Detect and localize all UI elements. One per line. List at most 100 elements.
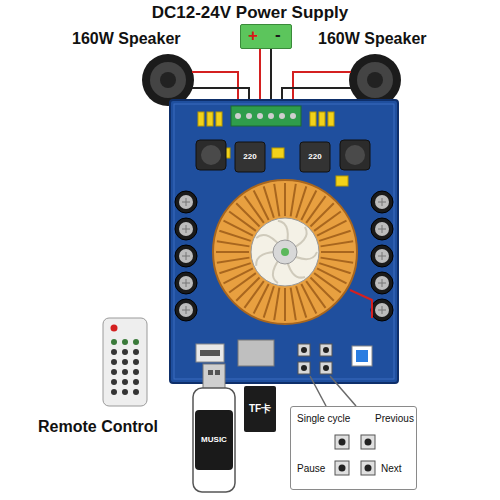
electrolytic-capacitor bbox=[375, 222, 389, 236]
remote-control bbox=[103, 318, 147, 406]
heatsink-fan bbox=[306, 196, 325, 223]
usb-stick bbox=[193, 388, 235, 492]
electrolytic-capacitor bbox=[378, 252, 386, 260]
heatsink-fan bbox=[306, 281, 325, 308]
heatsink-fan bbox=[301, 191, 316, 220]
sd-slot bbox=[238, 340, 274, 366]
push-button bbox=[320, 362, 332, 374]
heatsink-fan bbox=[281, 248, 289, 256]
usb-stick bbox=[193, 364, 235, 492]
film-capacitor bbox=[207, 112, 213, 126]
sd-slot bbox=[238, 340, 274, 366]
push-button bbox=[335, 435, 349, 449]
heatsink-fan bbox=[264, 186, 274, 217]
heatsink-fan bbox=[274, 184, 279, 217]
button-label: Previous bbox=[375, 413, 414, 425]
electrolytic-capacitor bbox=[375, 195, 389, 209]
remote-control bbox=[122, 339, 128, 345]
push-button bbox=[339, 465, 346, 472]
heatsink-fan bbox=[314, 211, 341, 230]
device-text: TF卡 bbox=[249, 403, 271, 415]
heatsink-fan bbox=[224, 221, 253, 236]
terminal-block bbox=[279, 113, 285, 119]
remote-control bbox=[111, 349, 117, 355]
leader-line bbox=[310, 376, 326, 406]
push-button bbox=[356, 350, 368, 362]
heatsink-fan bbox=[296, 286, 306, 317]
tf-card bbox=[244, 386, 276, 432]
electrolytic-capacitor bbox=[179, 249, 193, 263]
button-label: Pause bbox=[297, 463, 325, 475]
remote-control bbox=[111, 325, 118, 332]
remote-control bbox=[122, 359, 128, 365]
electrolytic-capacitor bbox=[179, 195, 193, 209]
push-button bbox=[301, 347, 307, 353]
component-marking: 220 bbox=[243, 152, 256, 161]
heatsink-fan bbox=[291, 288, 296, 321]
electrolytic-capacitor bbox=[378, 198, 386, 206]
heatsink-fan bbox=[321, 258, 354, 263]
heatsink-fan bbox=[236, 277, 259, 300]
heatsink-fan bbox=[213, 180, 357, 324]
electrolytic-capacitor bbox=[179, 222, 193, 236]
film-capacitor bbox=[216, 112, 222, 126]
heading: DC12-24V Power Supply bbox=[152, 3, 349, 23]
push-button bbox=[365, 465, 372, 472]
heatsink-fan bbox=[216, 251, 249, 253]
heatsink-fan bbox=[310, 203, 333, 226]
electrolytic-capacitor bbox=[175, 299, 197, 321]
remote-control bbox=[122, 379, 128, 385]
speaker-icon bbox=[367, 72, 383, 88]
leader-line bbox=[330, 376, 356, 406]
speaker-icon bbox=[349, 54, 401, 106]
circuit-board bbox=[174, 104, 394, 379]
push-button bbox=[298, 362, 310, 374]
electrolytic-capacitor bbox=[182, 252, 190, 260]
heatsink-fan bbox=[244, 196, 263, 223]
usb-stick-screen: MUSIC bbox=[197, 426, 231, 454]
heatsink-fan bbox=[274, 288, 279, 321]
terminal-block bbox=[231, 106, 301, 126]
electrolytic-capacitor bbox=[371, 299, 393, 321]
film-capacitor bbox=[198, 112, 204, 126]
electrolytic-capacitor bbox=[371, 245, 393, 267]
leader-line bbox=[310, 376, 356, 406]
tf-card-label: TF卡 bbox=[246, 398, 274, 420]
push-button bbox=[320, 344, 332, 356]
remote-control bbox=[111, 359, 117, 365]
remote-control bbox=[133, 349, 139, 355]
push-button bbox=[352, 346, 372, 366]
device-text: MUSIC bbox=[201, 435, 227, 444]
heatsink-fan bbox=[284, 288, 286, 321]
inductor bbox=[345, 145, 365, 165]
push-button bbox=[298, 344, 372, 374]
electrolytic-capacitor bbox=[371, 218, 393, 240]
heatsink-fan bbox=[321, 251, 354, 253]
remote-control bbox=[103, 318, 147, 406]
button-inset: Single cyclePreviousPauseNext bbox=[290, 406, 417, 490]
tf-card bbox=[244, 386, 276, 432]
heatsink-fan bbox=[229, 273, 256, 292]
button-label: Single cycle bbox=[297, 413, 350, 425]
electrolytic-capacitor bbox=[182, 198, 190, 206]
electrolytic-capacitor bbox=[378, 279, 386, 287]
electrolytic-capacitor bbox=[371, 272, 393, 294]
film-capacitor bbox=[336, 176, 348, 186]
heatsink-fan bbox=[291, 184, 296, 217]
fan-wire bbox=[350, 290, 372, 318]
part-label: Remote Control bbox=[38, 418, 158, 436]
remote-control bbox=[133, 389, 139, 395]
heatsink-fan bbox=[219, 263, 250, 273]
remote-control bbox=[133, 379, 139, 385]
electrolytic-capacitor bbox=[378, 225, 386, 233]
heatsink-fan bbox=[254, 284, 269, 313]
heatsink-fan bbox=[319, 231, 350, 241]
electrolytic-capacitor bbox=[378, 306, 386, 314]
usb-stick bbox=[195, 410, 233, 470]
film-capacitor bbox=[310, 112, 316, 126]
usb-stick bbox=[208, 370, 213, 375]
remote-control bbox=[122, 369, 128, 375]
push-button bbox=[361, 461, 375, 475]
